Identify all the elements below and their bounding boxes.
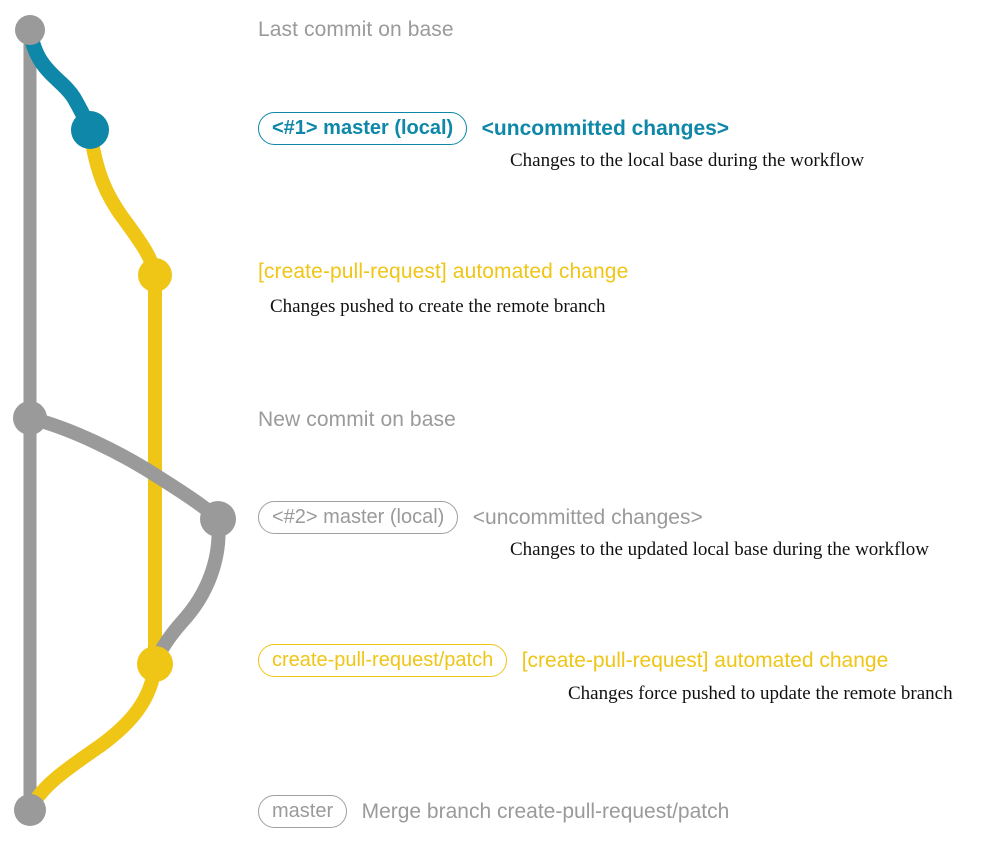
commit-node-automated-2[interactable] — [137, 646, 173, 682]
gray-branch-line-out — [23, 411, 225, 526]
commit-row-automated-1: [create-pull-request] automated change — [258, 260, 628, 284]
commit-node-automated-1[interactable] — [138, 258, 172, 292]
commit-node-local-2[interactable] — [200, 501, 236, 537]
commit-node-base-last[interactable] — [15, 15, 45, 45]
commit-subject-merge: Merge branch create-pull-request/patch — [361, 799, 730, 823]
commit-subject-local-1: <uncommitted changes> — [481, 116, 730, 140]
commit-node-base-new[interactable] — [13, 401, 47, 435]
commit-node-merge[interactable] — [14, 794, 46, 826]
commit-subject-local-2: <uncommitted changes> — [472, 505, 703, 529]
commit-row-automated-2: create-pull-request/patch [create-pull-r… — [258, 644, 888, 677]
yellow-branch-line-lower — [23, 657, 162, 817]
ref-pill-master[interactable]: master — [258, 795, 348, 828]
commit-subject-automated-2: [create-pull-request] automated change — [521, 648, 889, 672]
ref-pill-master-local-2[interactable]: <#2> master (local) — [258, 501, 459, 534]
commit-node-local-1[interactable] — [71, 111, 109, 149]
commit-row-merge: master Merge branch create-pull-request/… — [258, 795, 729, 828]
commit-description-automated-1: Changes pushed to create the remote bran… — [270, 296, 606, 317]
commit-subject-base-new: New commit on base — [258, 408, 456, 431]
commit-row-base-last: Last commit on base — [258, 18, 454, 42]
commit-subject-base-last: Last commit on base — [258, 18, 454, 41]
commit-row-local-2: <#2> master (local) <uncommitted changes… — [258, 501, 703, 534]
ref-pill-create-pull-request-patch[interactable]: create-pull-request/patch — [258, 644, 508, 677]
ref-pill-master-local-1[interactable]: <#1> master (local) — [258, 112, 468, 145]
commit-description-local-2: Changes to the updated local base during… — [510, 539, 929, 560]
commit-description-automated-2: Changes force pushed to update the remot… — [568, 683, 953, 704]
commit-description-local-1: Changes to the local base during the wor… — [510, 150, 865, 171]
commit-row-base-new: New commit on base — [258, 408, 456, 432]
commit-row-local-1: <#1> master (local) <uncommitted changes… — [258, 112, 729, 145]
commit-subject-automated-1: [create-pull-request] automated change — [258, 260, 629, 283]
